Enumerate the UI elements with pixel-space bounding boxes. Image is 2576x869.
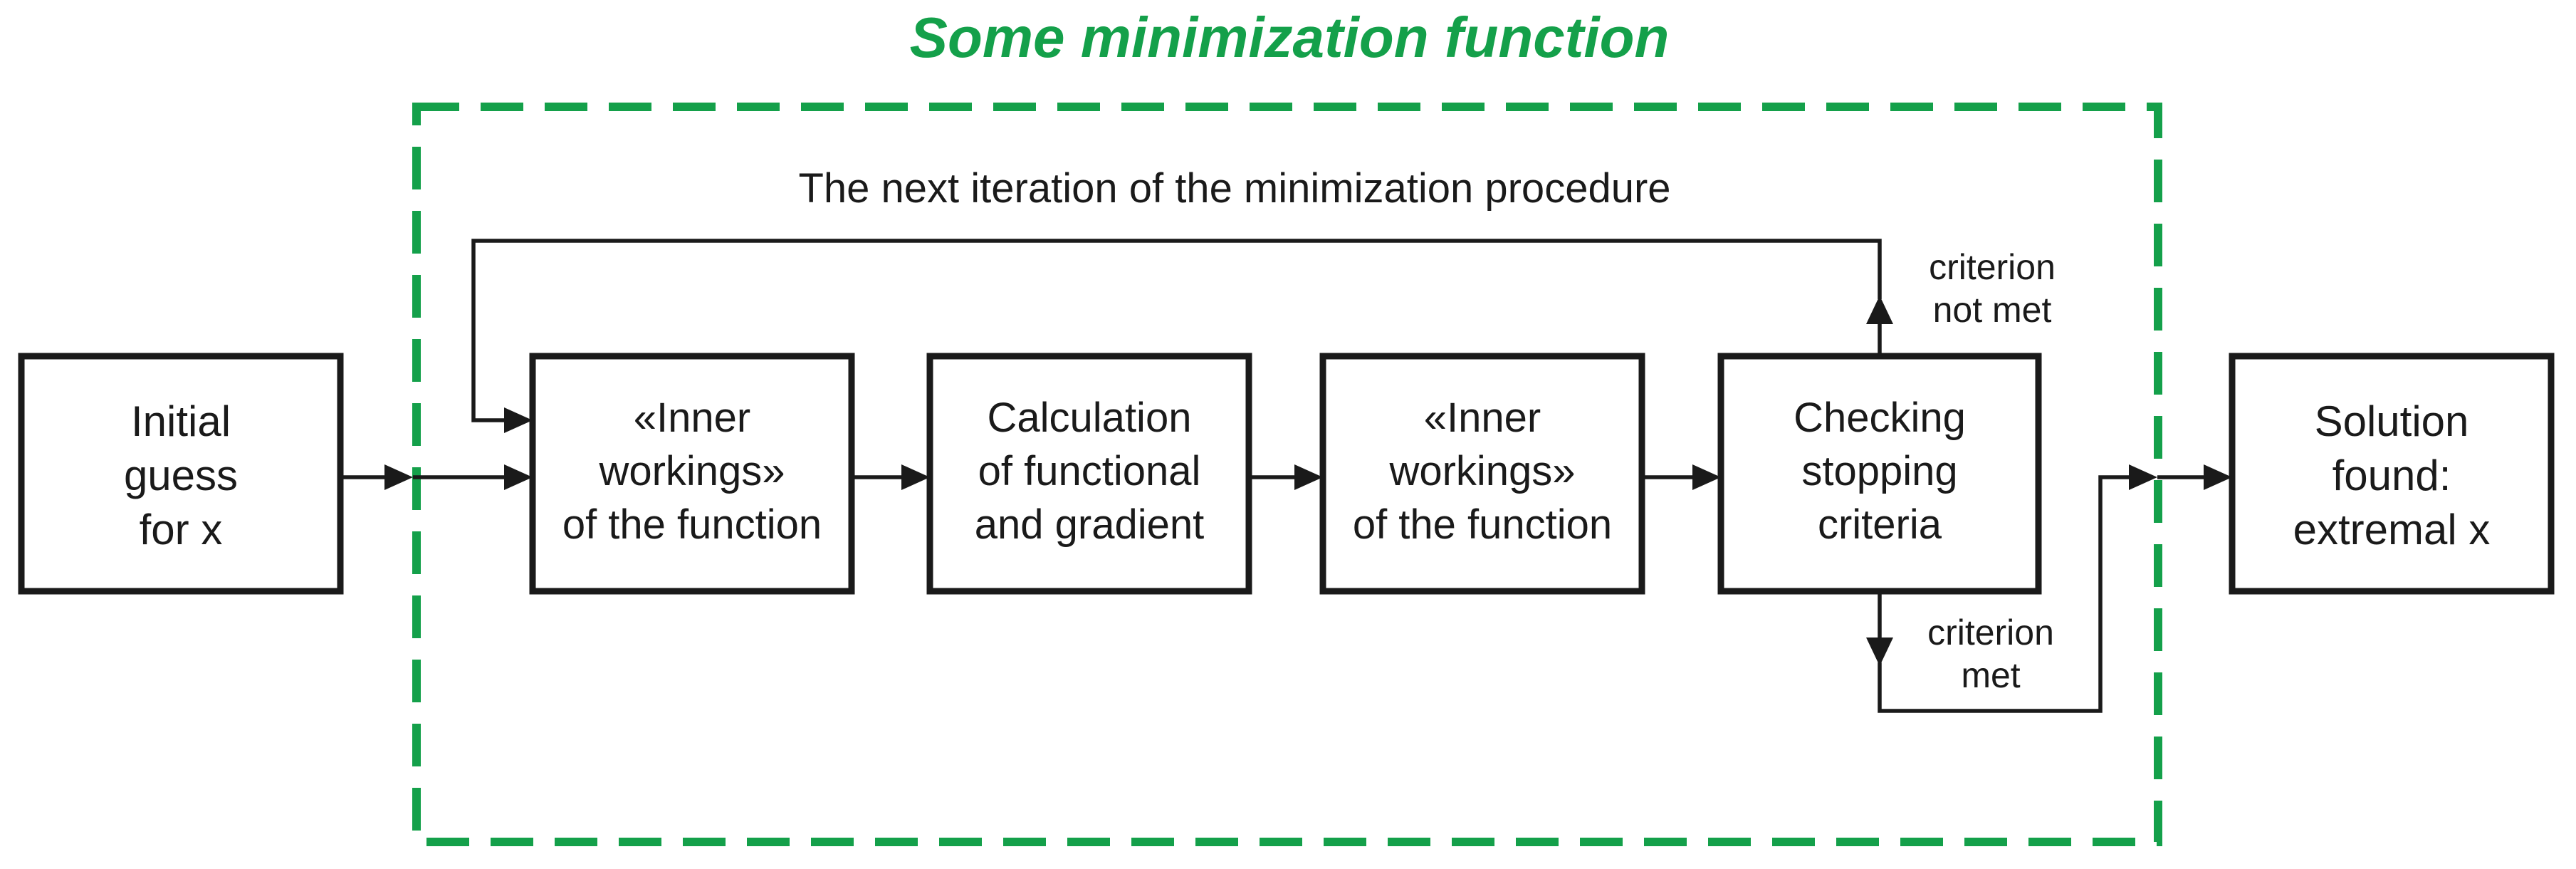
checking-criteria-label: Checking stopping criteria	[1794, 395, 1966, 548]
criterion-not-met-line-1: criterion	[1929, 247, 2056, 287]
checking-criteria-line-3: criteria	[1818, 501, 1942, 548]
solution-box	[2229, 353, 2555, 595]
function-boundary	[412, 103, 2162, 846]
exit-arrow	[1866, 464, 2232, 713]
criterion-not-met-label: criterion not met	[1929, 247, 2056, 330]
initial-guess-line-3: for x	[140, 506, 223, 553]
inner-workings-2-label: «Inner workings» of the function	[1353, 395, 1612, 548]
checking-criteria-line-2: stopping	[1801, 448, 1957, 494]
arrow-calc-to-inner	[1249, 464, 1323, 490]
arrow-initial-to-inner	[340, 464, 533, 490]
criterion-not-met-line-2: not met	[1933, 290, 2052, 330]
inner-workings-2-line-1: «Inner	[1424, 395, 1541, 441]
checking-criteria-line-1: Checking	[1794, 395, 1966, 441]
inner-workings-1-line-1: «Inner	[634, 395, 750, 441]
solution-label: Solution found: extremal x	[2293, 397, 2491, 553]
solution-line-1: Solution	[2315, 397, 2469, 445]
initial-guess-box	[18, 353, 344, 595]
criterion-met-label: criterion met	[1927, 613, 2054, 695]
inner-workings-2-line-2: workings»	[1388, 448, 1575, 494]
diagram-title: Some minimization function	[910, 6, 1670, 69]
arrow-inner-to-check	[1642, 464, 1721, 490]
inner-workings-2-line-3: of the function	[1353, 501, 1612, 548]
solution-line-3: extremal x	[2293, 506, 2491, 553]
criterion-met-line-1: criterion	[1927, 613, 2054, 652]
solution-line-2: found:	[2332, 452, 2451, 499]
arrow-inner-to-calc	[852, 464, 930, 490]
inner-workings-1-label: «Inner workings» of the function	[562, 395, 822, 548]
inner-workings-1-line-2: workings»	[598, 448, 785, 494]
calculation-label: Calculation of functional and gradient	[975, 395, 1204, 548]
initial-guess-line-2: guess	[124, 452, 238, 499]
calculation-line-2: of functional	[978, 448, 1201, 494]
inner-workings-1-line-3: of the function	[562, 501, 822, 548]
checking-criteria-box	[1717, 353, 2042, 595]
criterion-met-line-2: met	[1961, 655, 2020, 695]
calculation-line-1: Calculation	[988, 395, 1192, 441]
loop-label: The next iteration of the minimization p…	[798, 165, 1670, 212]
initial-guess-label: Initial guess for x	[124, 397, 238, 553]
inner-workings-box-2	[1319, 353, 1645, 595]
loop-back-arrow	[471, 239, 1893, 433]
calculation-line-3: and gradient	[975, 501, 1204, 548]
inner-workings-box-1	[529, 353, 855, 595]
calculation-box	[926, 353, 1252, 595]
initial-guess-line-1: Initial	[131, 397, 231, 445]
